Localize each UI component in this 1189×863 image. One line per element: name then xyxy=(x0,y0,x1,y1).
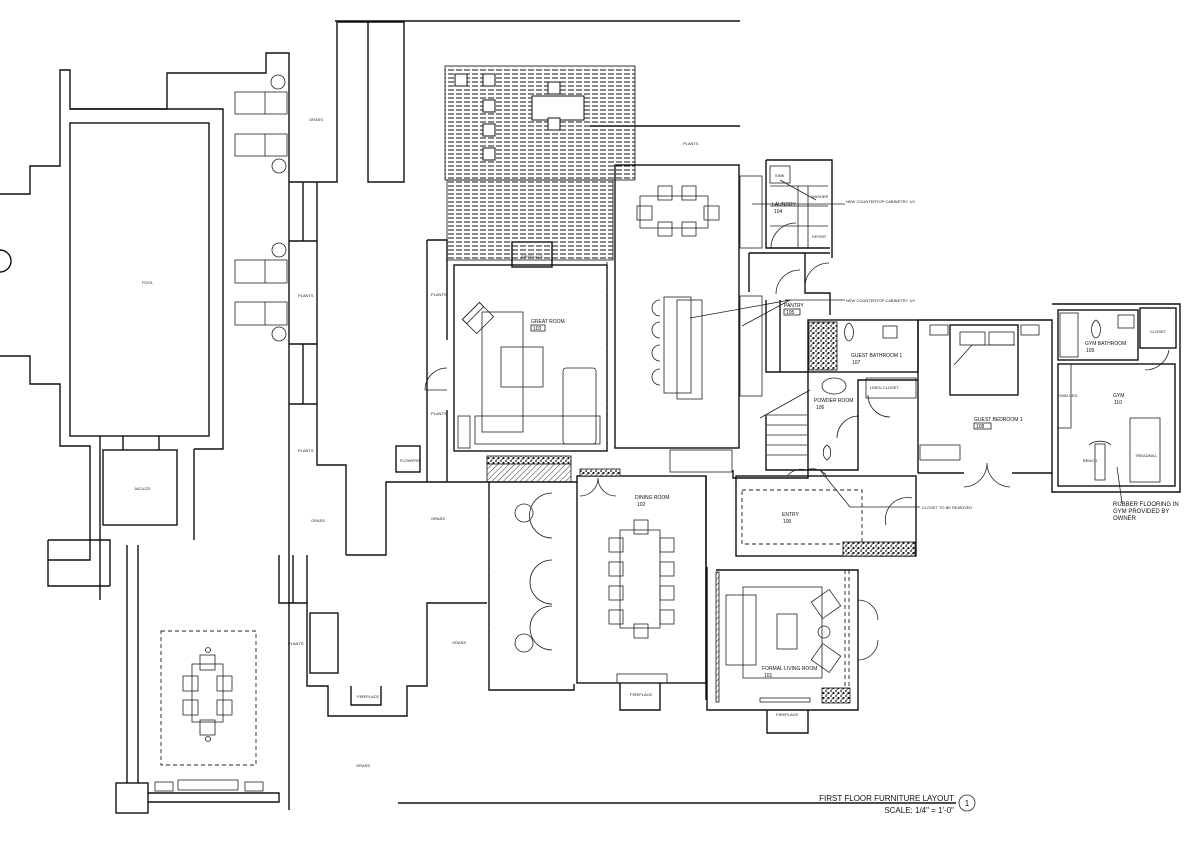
room-number: 104 xyxy=(774,209,783,215)
label-plants: PLANTS xyxy=(683,141,699,146)
great-room xyxy=(424,239,608,691)
room-number: 105 xyxy=(786,310,795,316)
outdoor-dining-table xyxy=(182,647,233,742)
room-number: 106 xyxy=(816,405,825,411)
note-gym: RUBBER FLOORING IN GYM PROVIDED BY OWNER xyxy=(1113,502,1179,522)
service-core xyxy=(732,159,919,479)
formal-living-room xyxy=(706,567,879,734)
label-grass: GRASS xyxy=(311,518,325,523)
drawing-callout xyxy=(958,794,976,812)
label-sink: SINK xyxy=(775,173,785,178)
annotations: NEW COUNTERTOP CABINETRY 1/4 NEW COUNTER… xyxy=(689,179,972,510)
pool xyxy=(69,122,210,437)
label-dryer: DRYER xyxy=(812,234,826,239)
label-flowers: FLOWERS xyxy=(400,458,420,463)
room-name: ENTRY xyxy=(782,512,800,518)
pool-loungers xyxy=(234,74,288,342)
label-grass: GRASS xyxy=(431,516,445,521)
room-number: 103 xyxy=(533,326,542,332)
room-name: DINING ROOM xyxy=(635,495,669,501)
label-plants: PLANTS xyxy=(298,293,314,298)
label-bench: BENCH xyxy=(1083,458,1097,463)
bench xyxy=(1094,443,1106,481)
room-number: 109 xyxy=(1086,348,1095,354)
note-closet: CLOSET TO BE REMOVED xyxy=(922,505,972,510)
room-name: LAUNDRY xyxy=(772,202,796,208)
callout-number: 1 xyxy=(965,799,970,808)
pool-area xyxy=(0,20,740,814)
bed xyxy=(949,324,1019,396)
room-name: GUEST BATHROOM 1 xyxy=(851,353,902,359)
label-fireplace: FIREPLACE xyxy=(776,712,799,717)
room-name: FORMAL LIVING ROOM xyxy=(762,666,817,672)
gym xyxy=(1051,303,1181,504)
label-plants: PLANTS xyxy=(431,292,447,297)
room-number: 110 xyxy=(1114,400,1122,406)
drawing-scale: SCALE: 1/4" = 1'-0" xyxy=(884,806,954,815)
label-fireplace: FIREPLACE xyxy=(521,254,544,259)
note-countertop: NEW COUNTERTOP CABINETRY 1/4 xyxy=(846,199,916,204)
sofa xyxy=(474,415,601,445)
kitchen-island xyxy=(663,296,692,394)
label-closet: CLOSET xyxy=(1150,329,1167,334)
room-number: 107 xyxy=(852,360,861,366)
label-fireplace: FIREPLACE xyxy=(630,692,653,697)
label-linen: LINEN CLOSET xyxy=(870,385,899,390)
room-name: POWDER ROOM xyxy=(814,398,853,404)
coffee-table xyxy=(500,346,544,388)
label-jacuzzi: JACUZZI xyxy=(134,486,150,491)
deck-furniture xyxy=(454,73,585,161)
label-shelves: SHELVES xyxy=(1059,393,1077,398)
jacuzzi xyxy=(102,449,178,526)
room-number: 100 xyxy=(783,519,792,525)
deck xyxy=(444,65,636,181)
entry xyxy=(735,468,917,557)
fountain xyxy=(0,249,12,273)
drawing-title: FIRST FLOOR FURNITURE LAYOUT xyxy=(819,794,954,803)
label-treadmill: TREADMILL xyxy=(1135,453,1158,458)
room-name: GYM BATHROOM xyxy=(1085,341,1126,347)
label-washer: WASHER xyxy=(811,194,829,199)
label-pool: POOL xyxy=(142,280,154,285)
label-grass: GRASS xyxy=(356,763,370,768)
kitchen xyxy=(614,164,763,473)
sofa xyxy=(725,594,757,666)
site-labels: POOL JACUZZI GRASS GRASS GRASS GRASS GRA… xyxy=(134,117,1167,768)
drawing-title-block: FIRST FLOOR FURNITURE LAYOUT SCALE: 1/4"… xyxy=(398,794,976,815)
room-name: PANTRY xyxy=(784,303,804,309)
label-fireplace: FIREPLACE xyxy=(357,694,380,699)
guest-bedroom xyxy=(917,319,1053,488)
room-number: 101 xyxy=(764,673,773,679)
room-number: 102 xyxy=(637,502,646,508)
outdoor-dining-rug xyxy=(160,630,257,766)
great-room-fireplace xyxy=(511,241,553,268)
room-name: GYM xyxy=(1113,393,1124,399)
label-plants: PLANTS xyxy=(298,448,314,453)
dining-room xyxy=(488,468,707,711)
dining-table xyxy=(619,529,661,629)
room-number: 108 xyxy=(976,424,985,430)
treadmill xyxy=(1129,417,1161,483)
label-plants: PLANTS xyxy=(288,641,304,646)
label-grass: GRASS xyxy=(309,117,323,122)
label-plants: PLANTS xyxy=(431,411,447,416)
room-name: GUEST BEDROOM 1 xyxy=(974,417,1023,423)
room-name: GREAT ROOM xyxy=(531,319,565,325)
note-countertop: NEW COUNTERTOP CABINETRY 1/4 xyxy=(846,298,916,303)
label-grass: GRASS xyxy=(452,640,466,645)
